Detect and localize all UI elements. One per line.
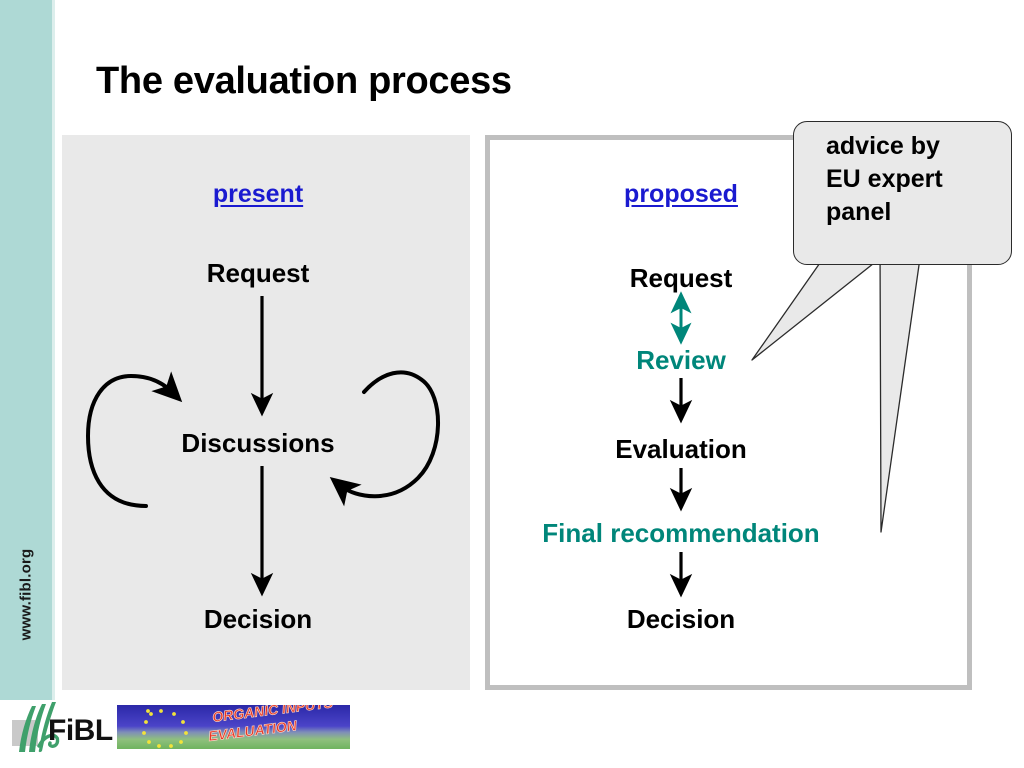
callout-text: advice by EU expert panel: [826, 130, 1006, 229]
present-node-request: Request: [206, 258, 310, 288]
callout-bubble: [793, 121, 1012, 265]
sidebar-band: [0, 0, 52, 700]
sidebar-band-edge: [52, 0, 55, 700]
present-node-discussions: Discussions: [181, 428, 335, 458]
proposed-node-request: Request: [629, 263, 733, 293]
proposed-node-decision: Decision: [626, 604, 736, 634]
proposed-heading-link[interactable]: proposed: [624, 180, 738, 208]
page-title: The evaluation process: [96, 60, 512, 102]
proposed-node-final-recommendation: Final recommendation: [542, 518, 820, 548]
callout-line-3: panel: [826, 198, 892, 226]
proposed-node-evaluation: Evaluation: [615, 434, 747, 464]
present-node-decision: Decision: [203, 604, 313, 634]
organic-inputs-evaluation-banner: ORGANIC INPUTS EVALUATION: [117, 705, 350, 749]
callout-line-1: advice by: [826, 132, 940, 160]
fibl-logo-text: FiBL: [48, 714, 113, 747]
present-heading-link[interactable]: present: [212, 180, 304, 208]
proposed-node-review: Review: [636, 345, 726, 375]
sidebar-url-label: www.fibl.org: [17, 548, 35, 641]
callout-line-2: EU expert: [826, 165, 943, 193]
fibl-logo-mark: [12, 702, 60, 753]
eu-stars-icon: [142, 709, 188, 748]
